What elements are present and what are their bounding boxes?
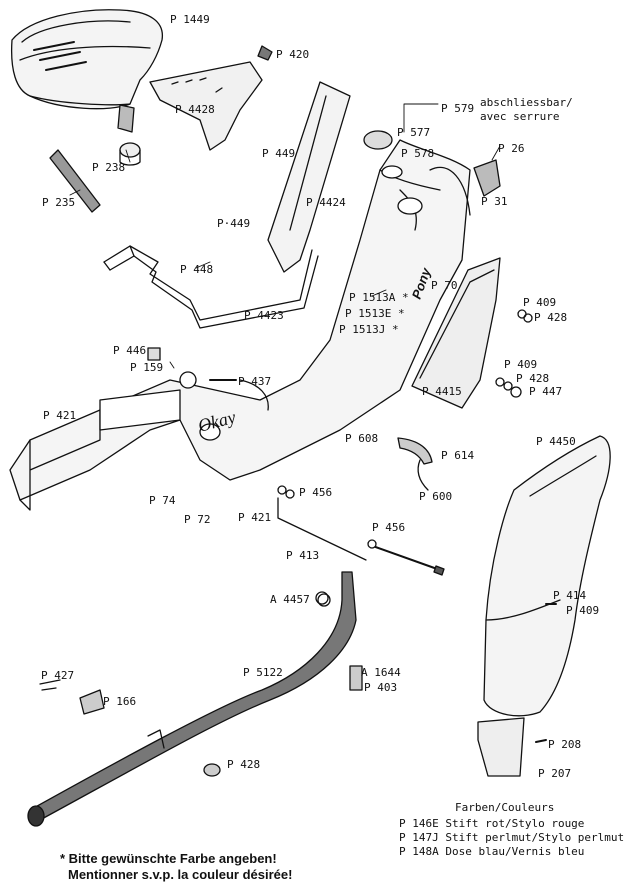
label-p4423: P 4423 xyxy=(244,309,284,322)
label-p420: P 420 xyxy=(276,48,310,61)
legend-title: Farben/Couleurs xyxy=(455,801,555,814)
frame-tube xyxy=(267,81,351,273)
badge-emblem xyxy=(473,159,501,197)
label-p449b: P·449 xyxy=(217,217,251,230)
legend-item: P 147J Stift perlmut/Stylo perlmut xyxy=(399,831,625,844)
label-p427: P 427 xyxy=(41,669,75,682)
label-p447: P 447 xyxy=(529,385,563,398)
label-p579-note2: avec serrure xyxy=(480,110,560,123)
label-p1513a: P 1513A * xyxy=(349,291,409,304)
seat-part xyxy=(10,9,163,133)
label-p4450: P 4450 xyxy=(536,435,576,448)
label-p608: P 608 xyxy=(345,432,379,445)
label-p5122: P 5122 xyxy=(243,666,283,679)
label-p437: P 437 xyxy=(238,375,272,388)
label-p159: P 159 xyxy=(130,361,164,374)
label-p446: P 446 xyxy=(113,344,147,357)
label-a4457: A 4457 xyxy=(270,593,310,606)
label-p235: P 235 xyxy=(42,196,76,209)
label-p428b: P 428 xyxy=(516,372,550,385)
label-p409c: P 409 xyxy=(566,604,600,617)
bolt-assembly xyxy=(277,497,445,576)
main-frame xyxy=(9,130,471,511)
label-p421a: P 421 xyxy=(43,409,77,422)
label-p414: P 414 xyxy=(553,589,587,602)
label-p428c: P 428 xyxy=(227,758,261,771)
leader-lines xyxy=(69,103,501,369)
label-p4424: P 4424 xyxy=(306,196,346,209)
label-p578: P 578 xyxy=(401,147,435,160)
label-p74: P 74 xyxy=(149,494,176,507)
label-p208: P 208 xyxy=(548,738,582,751)
label-p26: P 26 xyxy=(498,142,525,155)
label-p31: P 31 xyxy=(481,195,508,208)
label-p449a: P 449 xyxy=(262,147,296,160)
label-p579: P 579 xyxy=(441,102,475,115)
label-p456b: P 456 xyxy=(372,521,406,534)
label-a1644: A 1644 xyxy=(361,666,401,679)
seat-bracket xyxy=(149,45,273,151)
label-p207: P 207 xyxy=(538,767,572,780)
label-p409a: P 409 xyxy=(523,296,557,309)
exhaust-pipe xyxy=(27,571,357,827)
label-p238: P 238 xyxy=(92,161,126,174)
label-p456a: P 456 xyxy=(299,486,333,499)
label-p72: P 72 xyxy=(184,513,211,526)
label-p413: P 413 xyxy=(286,549,320,562)
colour-note-fr: Mentionner s.v.p. la couleur désirée! xyxy=(68,867,293,882)
seat-post-parts xyxy=(49,142,141,213)
label-p409b: P 409 xyxy=(504,358,538,371)
small-parts xyxy=(39,309,557,777)
label-p4428: P 4428 xyxy=(175,103,215,116)
front-fairing xyxy=(483,435,611,717)
legend-item: P 146E Stift rot/Stylo rouge xyxy=(399,817,585,830)
label-p403: P 403 xyxy=(364,681,398,694)
label-p577: P 577 xyxy=(397,126,431,139)
label-p4415: P 4415 xyxy=(422,385,462,398)
label-p600: P 600 xyxy=(419,490,453,503)
label-p1513e: P 1513E * xyxy=(345,307,405,320)
carrier-rack xyxy=(103,245,319,329)
mud-flap xyxy=(477,717,525,777)
legend-item: P 148A Dose blau/Vernis bleu xyxy=(399,845,585,858)
colour-note-de: * Bitte gewünschte Farbe angeben! xyxy=(60,851,277,866)
label-p579-note1: abschliessbar/ xyxy=(480,96,573,109)
label-p166: P 166 xyxy=(103,695,137,708)
label-p421b: P 421 xyxy=(238,511,272,524)
label-p448: P 448 xyxy=(180,263,214,276)
side-panel xyxy=(411,257,501,409)
label-p428a: P 428 xyxy=(534,311,568,324)
label-p1449: P 1449 xyxy=(170,13,210,26)
label-p1513j: P 1513J * xyxy=(339,323,399,336)
label-p614: P 614 xyxy=(441,449,475,462)
label-p70: P 70 xyxy=(431,279,458,292)
